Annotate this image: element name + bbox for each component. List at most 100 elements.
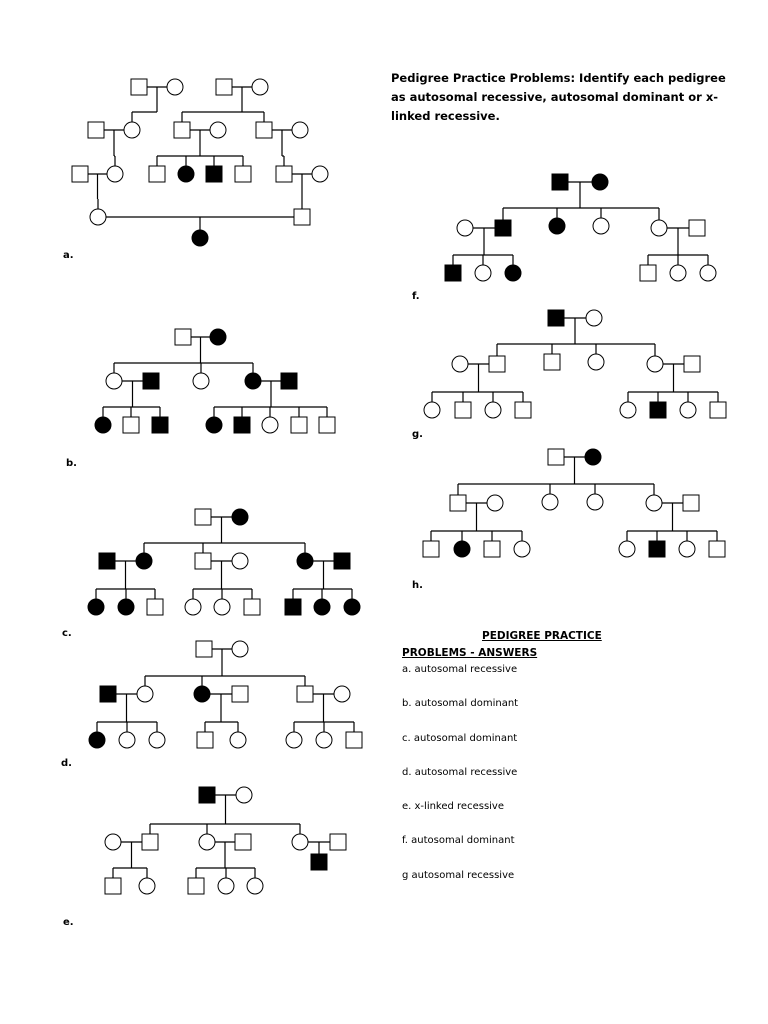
- female-unaffected-symbol: [669, 264, 687, 282]
- female-unaffected-symbol: [217, 877, 235, 895]
- male-affected-symbol: [205, 165, 223, 183]
- female-unaffected-symbol: [585, 309, 603, 327]
- female-unaffected-symbol: [291, 121, 309, 139]
- female-unaffected-symbol: [592, 217, 610, 235]
- female-affected-symbol: [191, 229, 209, 247]
- female-unaffected-symbol: [333, 685, 351, 703]
- female-affected-symbol: [591, 173, 609, 191]
- male-unaffected-symbol: [318, 416, 336, 434]
- answer-item-e: e. x-linked recessive: [402, 801, 505, 813]
- male-unaffected-symbol: [547, 448, 565, 466]
- male-unaffected-symbol: [194, 552, 212, 570]
- male-affected-symbol: [284, 598, 302, 616]
- male-unaffected-symbol: [234, 165, 252, 183]
- female-unaffected-symbol: [678, 540, 696, 558]
- answer-item-c: c. autosomal dominant: [402, 732, 518, 744]
- female-affected-symbol: [548, 217, 566, 235]
- male-unaffected-symbol: [488, 355, 506, 373]
- female-affected-symbol: [453, 540, 471, 558]
- female-unaffected-symbol: [650, 219, 668, 237]
- female-unaffected-symbol: [213, 598, 231, 616]
- female-unaffected-symbol: [89, 208, 107, 226]
- female-unaffected-symbol: [198, 833, 216, 851]
- male-unaffected-symbol: [195, 640, 213, 658]
- female-affected-symbol: [231, 508, 249, 526]
- pedigree-label: f.: [412, 291, 420, 302]
- male-unaffected-symbol: [422, 540, 440, 558]
- female-unaffected-symbol: [474, 264, 492, 282]
- female-unaffected-symbol: [261, 416, 279, 434]
- male-unaffected-symbol: [255, 121, 273, 139]
- answer-item-b: b. autosomal dominant: [402, 698, 519, 710]
- female-unaffected-symbol: [291, 833, 309, 851]
- male-unaffected-symbol: [148, 165, 166, 183]
- female-affected-symbol: [117, 598, 135, 616]
- male-unaffected-symbol: [146, 598, 164, 616]
- male-unaffected-symbol: [639, 264, 657, 282]
- male-unaffected-symbol: [104, 877, 122, 895]
- male-unaffected-symbol: [345, 731, 363, 749]
- male-affected-symbol: [547, 309, 565, 327]
- male-affected-symbol: [648, 540, 666, 558]
- male-unaffected-symbol: [483, 540, 501, 558]
- male-unaffected-symbol: [296, 685, 314, 703]
- male-unaffected-symbol: [683, 355, 701, 373]
- answer-item-g: g autosomal recessive: [402, 869, 515, 881]
- female-unaffected-symbol: [285, 731, 303, 749]
- male-unaffected-symbol: [688, 219, 706, 237]
- female-affected-symbol: [504, 264, 522, 282]
- male-unaffected-symbol: [231, 685, 249, 703]
- male-affected-symbol: [280, 372, 298, 390]
- male-affected-symbol: [99, 685, 117, 703]
- female-unaffected-symbol: [456, 219, 474, 237]
- female-affected-symbol: [94, 416, 112, 434]
- male-unaffected-symbol: [87, 121, 105, 139]
- male-affected-symbol: [198, 786, 216, 804]
- female-unaffected-symbol: [148, 731, 166, 749]
- female-affected-symbol: [584, 448, 602, 466]
- male-unaffected-symbol: [196, 731, 214, 749]
- female-unaffected-symbol: [123, 121, 141, 139]
- female-unaffected-symbol: [118, 731, 136, 749]
- pedigree-label: a.: [63, 250, 74, 261]
- female-unaffected-symbol: [315, 731, 333, 749]
- male-affected-symbol: [494, 219, 512, 237]
- male-unaffected-symbol: [543, 353, 561, 371]
- female-affected-symbol: [296, 552, 314, 570]
- male-unaffected-symbol: [454, 401, 472, 419]
- male-unaffected-symbol: [243, 598, 261, 616]
- male-affected-symbol: [444, 264, 462, 282]
- answers-heading-line2: PROBLEMS - ANSWERS: [402, 647, 538, 659]
- male-unaffected-symbol: [141, 833, 159, 851]
- female-unaffected-symbol: [423, 401, 441, 419]
- female-unaffected-symbol: [231, 640, 249, 658]
- female-unaffected-symbol: [138, 877, 156, 895]
- male-affected-symbol: [333, 552, 351, 570]
- answers-heading-line1: PEDIGREE PRACTICE: [482, 630, 602, 642]
- pedigree-label: h.: [412, 580, 423, 591]
- male-affected-symbol: [233, 416, 251, 434]
- female-unaffected-symbol: [136, 685, 154, 703]
- female-unaffected-symbol: [105, 372, 123, 390]
- male-unaffected-symbol: [514, 401, 532, 419]
- page-title: Pedigree Practice Problems: Identify eac…: [391, 71, 726, 123]
- female-unaffected-symbol: [166, 78, 184, 96]
- male-affected-symbol: [551, 173, 569, 191]
- female-unaffected-symbol: [587, 353, 605, 371]
- female-unaffected-symbol: [679, 401, 697, 419]
- male-unaffected-symbol: [122, 416, 140, 434]
- male-unaffected-symbol: [187, 877, 205, 895]
- male-unaffected-symbol: [449, 494, 467, 512]
- female-unaffected-symbol: [486, 494, 504, 512]
- female-unaffected-symbol: [484, 401, 502, 419]
- female-unaffected-symbol: [618, 540, 636, 558]
- male-unaffected-symbol: [329, 833, 347, 851]
- male-unaffected-symbol: [174, 328, 192, 346]
- female-unaffected-symbol: [586, 493, 604, 511]
- pedigree-label: b.: [66, 458, 77, 469]
- male-unaffected-symbol: [215, 78, 233, 96]
- female-affected-symbol: [313, 598, 331, 616]
- male-unaffected-symbol: [194, 508, 212, 526]
- female-affected-symbol: [205, 416, 223, 434]
- female-unaffected-symbol: [451, 355, 469, 373]
